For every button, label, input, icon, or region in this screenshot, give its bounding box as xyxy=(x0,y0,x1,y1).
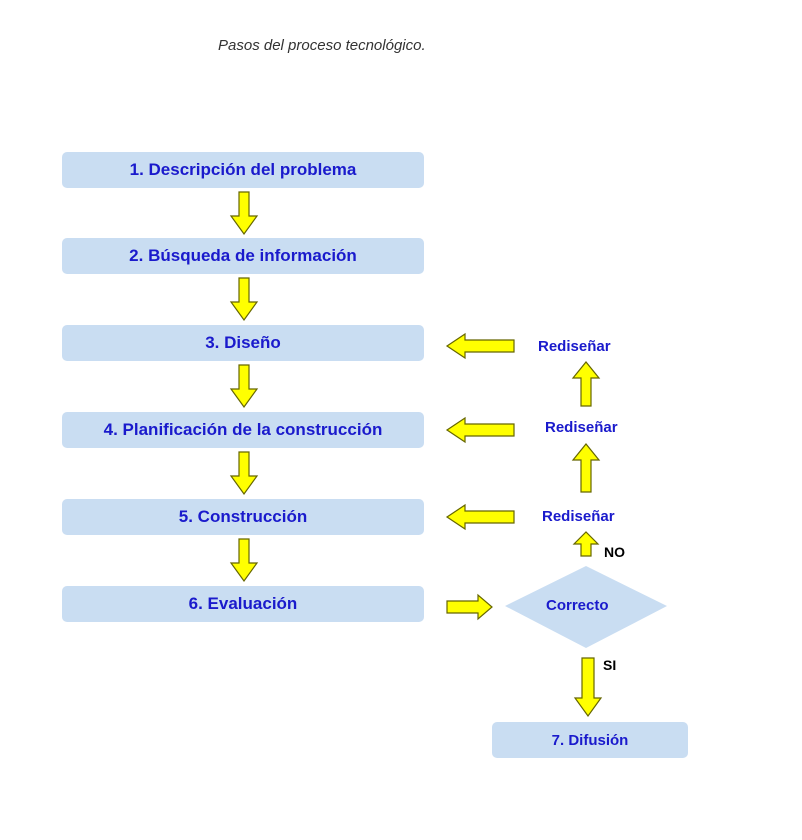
step-4-box: 4. Planificación de la construcción xyxy=(62,412,424,448)
yes-label: SI xyxy=(603,657,617,673)
step-2-box: 2. Búsqueda de información xyxy=(62,238,424,274)
down-arrow-icon xyxy=(229,364,259,409)
left-arrow-icon xyxy=(445,416,515,444)
diagram-title: Pasos del proceso tecnológico. xyxy=(218,37,426,54)
down-arrow-icon xyxy=(229,277,259,322)
left-arrow-icon xyxy=(445,503,515,531)
redesign-label-2: Rediseñar xyxy=(545,419,618,436)
down-arrow-icon xyxy=(573,657,603,718)
no-label: NO xyxy=(604,544,625,560)
step-7-box: 7. Difusión xyxy=(492,722,688,758)
step-5-box: 5. Construcción xyxy=(62,499,424,535)
redesign-label-3: Rediseñar xyxy=(542,508,615,525)
step-1-box: 1. Descripción del problema xyxy=(62,152,424,188)
decision-label: Correcto xyxy=(546,597,609,614)
step-3-box: 3. Diseño xyxy=(62,325,424,361)
up-arrow-icon xyxy=(571,443,601,493)
step-6-box: 6. Evaluación xyxy=(62,586,424,622)
right-arrow-icon xyxy=(446,593,493,621)
up-arrow-icon xyxy=(572,531,600,557)
decision-diamond xyxy=(505,566,667,648)
left-arrow-icon xyxy=(445,332,515,360)
up-arrow-icon xyxy=(571,361,601,407)
redesign-label-1: Rediseñar xyxy=(538,338,611,355)
down-arrow-icon xyxy=(229,191,259,236)
down-arrow-icon xyxy=(229,451,259,496)
down-arrow-icon xyxy=(229,538,259,583)
